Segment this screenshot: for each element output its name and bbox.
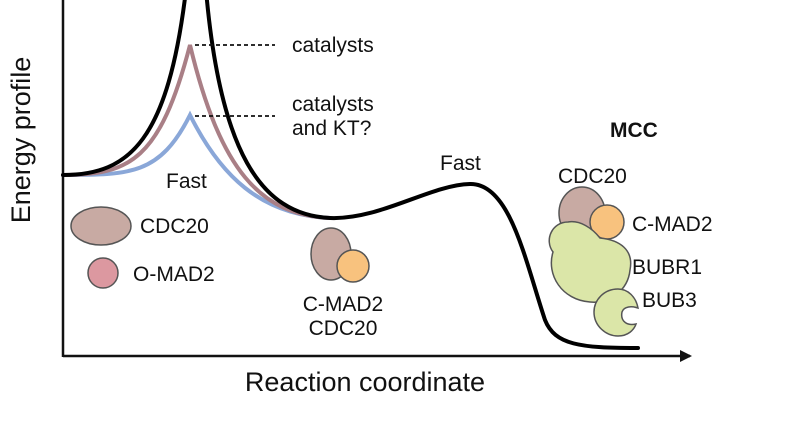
uncatalyzed-curve xyxy=(61,0,640,350)
complex-label-line1: C-MAD2 xyxy=(303,293,384,316)
complex-label-line2: CDC20 xyxy=(309,317,378,340)
catalysts-kt-curve xyxy=(61,110,332,220)
omad2-shape xyxy=(87,257,119,289)
x-axis-title: Reaction coordinate xyxy=(245,367,485,397)
mcc-bubr1-label: BUBR1 xyxy=(632,256,702,279)
mcc-bub3-shape xyxy=(593,288,639,337)
mcc-cdc20-label: CDC20 xyxy=(558,165,627,188)
cdc20-shape xyxy=(70,206,132,246)
catalysts-kt-label-line2: and KT? xyxy=(292,117,371,140)
omad2-label: O-MAD2 xyxy=(133,263,215,286)
complex-cmad2-shape xyxy=(336,249,370,283)
catalysts-kt-label-line1: catalysts xyxy=(292,93,374,116)
catalysts-label: catalysts xyxy=(292,34,374,57)
y-axis-title: Energy profile xyxy=(6,57,36,224)
fast-right-label: Fast xyxy=(440,152,481,175)
mcc-cmad2-label: C-MAD2 xyxy=(632,213,713,236)
cdc20-label: CDC20 xyxy=(140,215,209,238)
catalysts-curve xyxy=(61,44,332,220)
mcc-bub3-label: BUB3 xyxy=(642,289,697,312)
mcc-title: MCC xyxy=(610,119,658,142)
fast-left-label: Fast xyxy=(166,170,207,193)
